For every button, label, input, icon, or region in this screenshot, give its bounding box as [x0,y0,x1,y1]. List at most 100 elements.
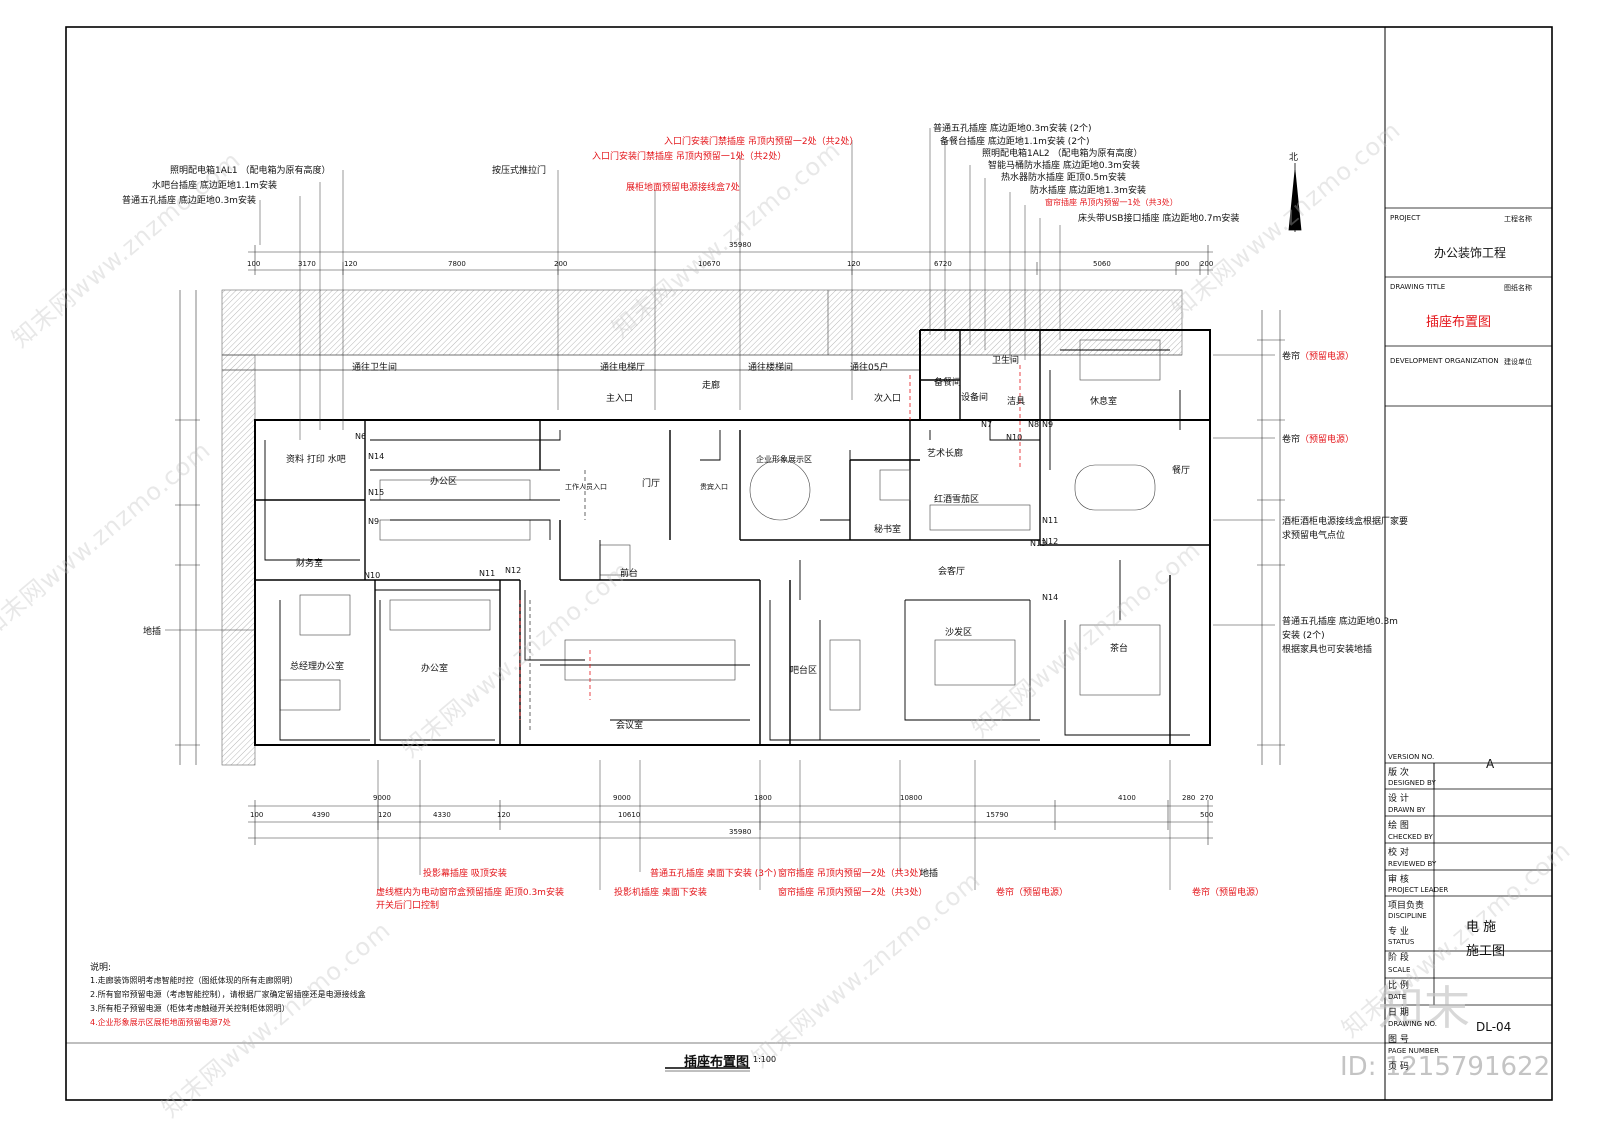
room-office: 办公室 [421,664,449,674]
circuit-tag: N10 [364,571,381,580]
circuit-tag: N8 [1028,420,1040,429]
room-dining: 餐厅 [1172,466,1191,476]
tb-designed-cn: 设 计 [1388,794,1409,804]
tb-designed-key: DESIGNED BY [1388,779,1436,787]
circuit-tag: N15 [368,488,385,497]
room-secretary: 秘书室 [874,525,902,535]
title-block-lines [1385,207,1552,1044]
dim-top-seg: 120 [847,260,861,268]
note-4: 4.企业形象展示区展柜地面预留电源7处 [90,1018,231,1027]
tb-checked-cn: 校 对 [1388,848,1409,858]
circuit-wiring [264,349,1190,741]
left-dimension [175,290,200,765]
tb-project-name: 办公装饰工程 [1434,246,1507,260]
callout-showcase-box: 展柜地面预留电源接线盒7处 [626,183,740,193]
callout-plain-socket: 普通五孔插座 底边距地0.3m安装 [122,196,256,206]
room-lobby: 门厅 [642,479,661,489]
room-to-05: 通往05户 [850,363,889,373]
red-markers [519,365,1021,720]
room-sofa: 沙发区 [945,628,973,638]
callout-curtain-bottom-2: 窗帘插座 吊顶内预留一2处（共3处） [778,888,928,898]
dim-top-seg: 3170 [298,260,316,268]
circuit-tag: N9 [368,517,380,526]
callout-projector: 投影机插座 桌面下安装 [614,888,707,898]
note-3: 3.所有柜子预留电源（柜体考虑触碰开关控制柜体照明） [90,1004,290,1013]
note-2: 2.所有窗帘预留电源（考虑智能控制），请根据厂家确定留插座还是电源接线盒 [90,990,366,999]
tb-reviewed-cn: 审 核 [1388,875,1409,885]
callout-leaders [165,128,1275,890]
dim-top-seg: 120 [344,260,358,268]
callout-plain-right-2: 安装 (2个) [1282,631,1325,641]
callout-right-1: 普通五孔插座 底边距地0.3m安装 (2个) [933,124,1092,134]
callout-distribution-box-1: 照明配电箱1AL1 （配电箱为原有高度） [170,166,331,176]
room-equipment: 设备间 [961,393,989,403]
tb-status-cn: 阶 段 [1388,953,1409,963]
tb-drawn-cn: 绘 图 [1388,821,1409,831]
callout-smart-glass-2: 开关后门口控制 [376,901,440,911]
dim-top-seg: 7800 [448,260,466,268]
dim-top-seg: 6720 [934,260,952,268]
dim-bottom-b: 120 [378,811,392,819]
circuit-tag: N7 [981,420,993,429]
dim-top-seg: 200 [1200,260,1214,268]
circuit-tag: N6 [355,432,367,441]
callout-curtain-bottom-1: 窗帘插座 吊顶内预留一2处（共3处） [778,869,928,879]
callout-plain-right-3: 根据家具也可安装地插 [1282,645,1373,655]
dim-bottom-b: 100 [250,811,264,819]
room-reception-hall: 会客厅 [938,567,966,577]
tb-project-cn: 工程名称 [1504,215,1532,223]
room-toilet-way: 通往卫生间 [352,363,398,373]
plan-scale: 1:100 [753,1055,777,1064]
watermark-logo: 知末 [1378,981,1470,1035]
dim-bottom-b: 500 [1200,811,1214,819]
dim-top-seg: 5060 [1093,260,1111,268]
room-office-area: 办公区 [430,477,458,487]
room-meeting: 会议室 [616,721,644,731]
tb-drawing-no-cn: 图 号 [1388,1035,1409,1045]
room-stairs: 通往楼梯间 [748,363,794,373]
callout-roller-1: 卷帘（预留电源） [996,888,1069,898]
callout-bar-socket: 水吧台插座 底边距地1.1m安装 [152,181,277,191]
room-finance: 财务室 [296,559,324,569]
tb-drawn-key: DRAWN BY [1388,806,1426,814]
callout-sliding-door: 按压式推拉门 [492,166,547,176]
dim-top-seg: 10670 [698,260,721,268]
callout-right-5: 热水器防水插座 距顶0.5m安装 [1001,173,1126,183]
circuit-tag: N12 [1042,537,1059,546]
circuit-tag: N12 [505,566,522,575]
circuit-tag: N9 [1042,420,1054,429]
callout-smart-glass-1: 虚线框内为电动窗帘盒预留插座 距顶0.3m安装 [376,888,564,898]
callout-right-6: 防水插座 底边距地1.3m安装 [1030,186,1146,196]
dim-bottom-a: 9000 [613,794,631,802]
callout-wine-cabinet-1: 酒柜酒柜电源接线盒根据厂家要 [1282,517,1409,527]
circuit-tag: N14 [1042,593,1059,602]
bottom-dimension [248,800,1213,845]
tb-date-cn: 日 期 [1388,1008,1409,1018]
tb-scale-key: SCALE [1388,966,1411,974]
room-guest-entry: 贵宾入口 [700,483,728,491]
callout-plain-desk: 普通五孔插座 桌面下安装 (3个) [650,869,777,879]
dim-bottom-a: 9000 [373,794,391,802]
dim-bottom-b: 120 [497,811,511,819]
tb-dev-org-cn: 建设单位 [1504,358,1532,366]
callout-curtain-right-2: 卷帘（预留电源） [1282,435,1355,445]
dim-bottom-b: 10610 [618,811,641,819]
tb-discipline-key: DISCIPLINE [1388,912,1427,920]
dim-bottom-a: 10800 [900,794,923,802]
callout-right-3: 照明配电箱1AL2 （配电箱为原有高度） [982,149,1143,159]
dim-bottom-b: 15790 [986,811,1009,819]
tb-drawing-no-key: DRAWING NO. [1388,1020,1437,1028]
room-wc: 卫生间 [992,356,1020,366]
circuit-tag: N11 [479,569,496,578]
tb-version-key: VERSION NO. [1388,753,1435,761]
tb-drawing-no: DL-04 [1476,1020,1512,1034]
dim-total-bottom: 35980 [729,828,752,836]
circuit-tag: N10 [1006,433,1023,442]
room-corridor: 走廊 [702,381,721,391]
sheet-frame [65,26,1553,1101]
id-label: ID: 1215791622 [1340,1052,1551,1082]
room-wine: 红酒雪茄区 [934,495,980,505]
callout-plain-right-1: 普通五孔插座 底边距地0.3m [1282,617,1398,627]
callout-access-socket-1: 入口门安装门禁插座 吊顶内预留一2处（共2处） [664,137,859,147]
room-staff-entry: 工作人员入口 [565,483,607,491]
